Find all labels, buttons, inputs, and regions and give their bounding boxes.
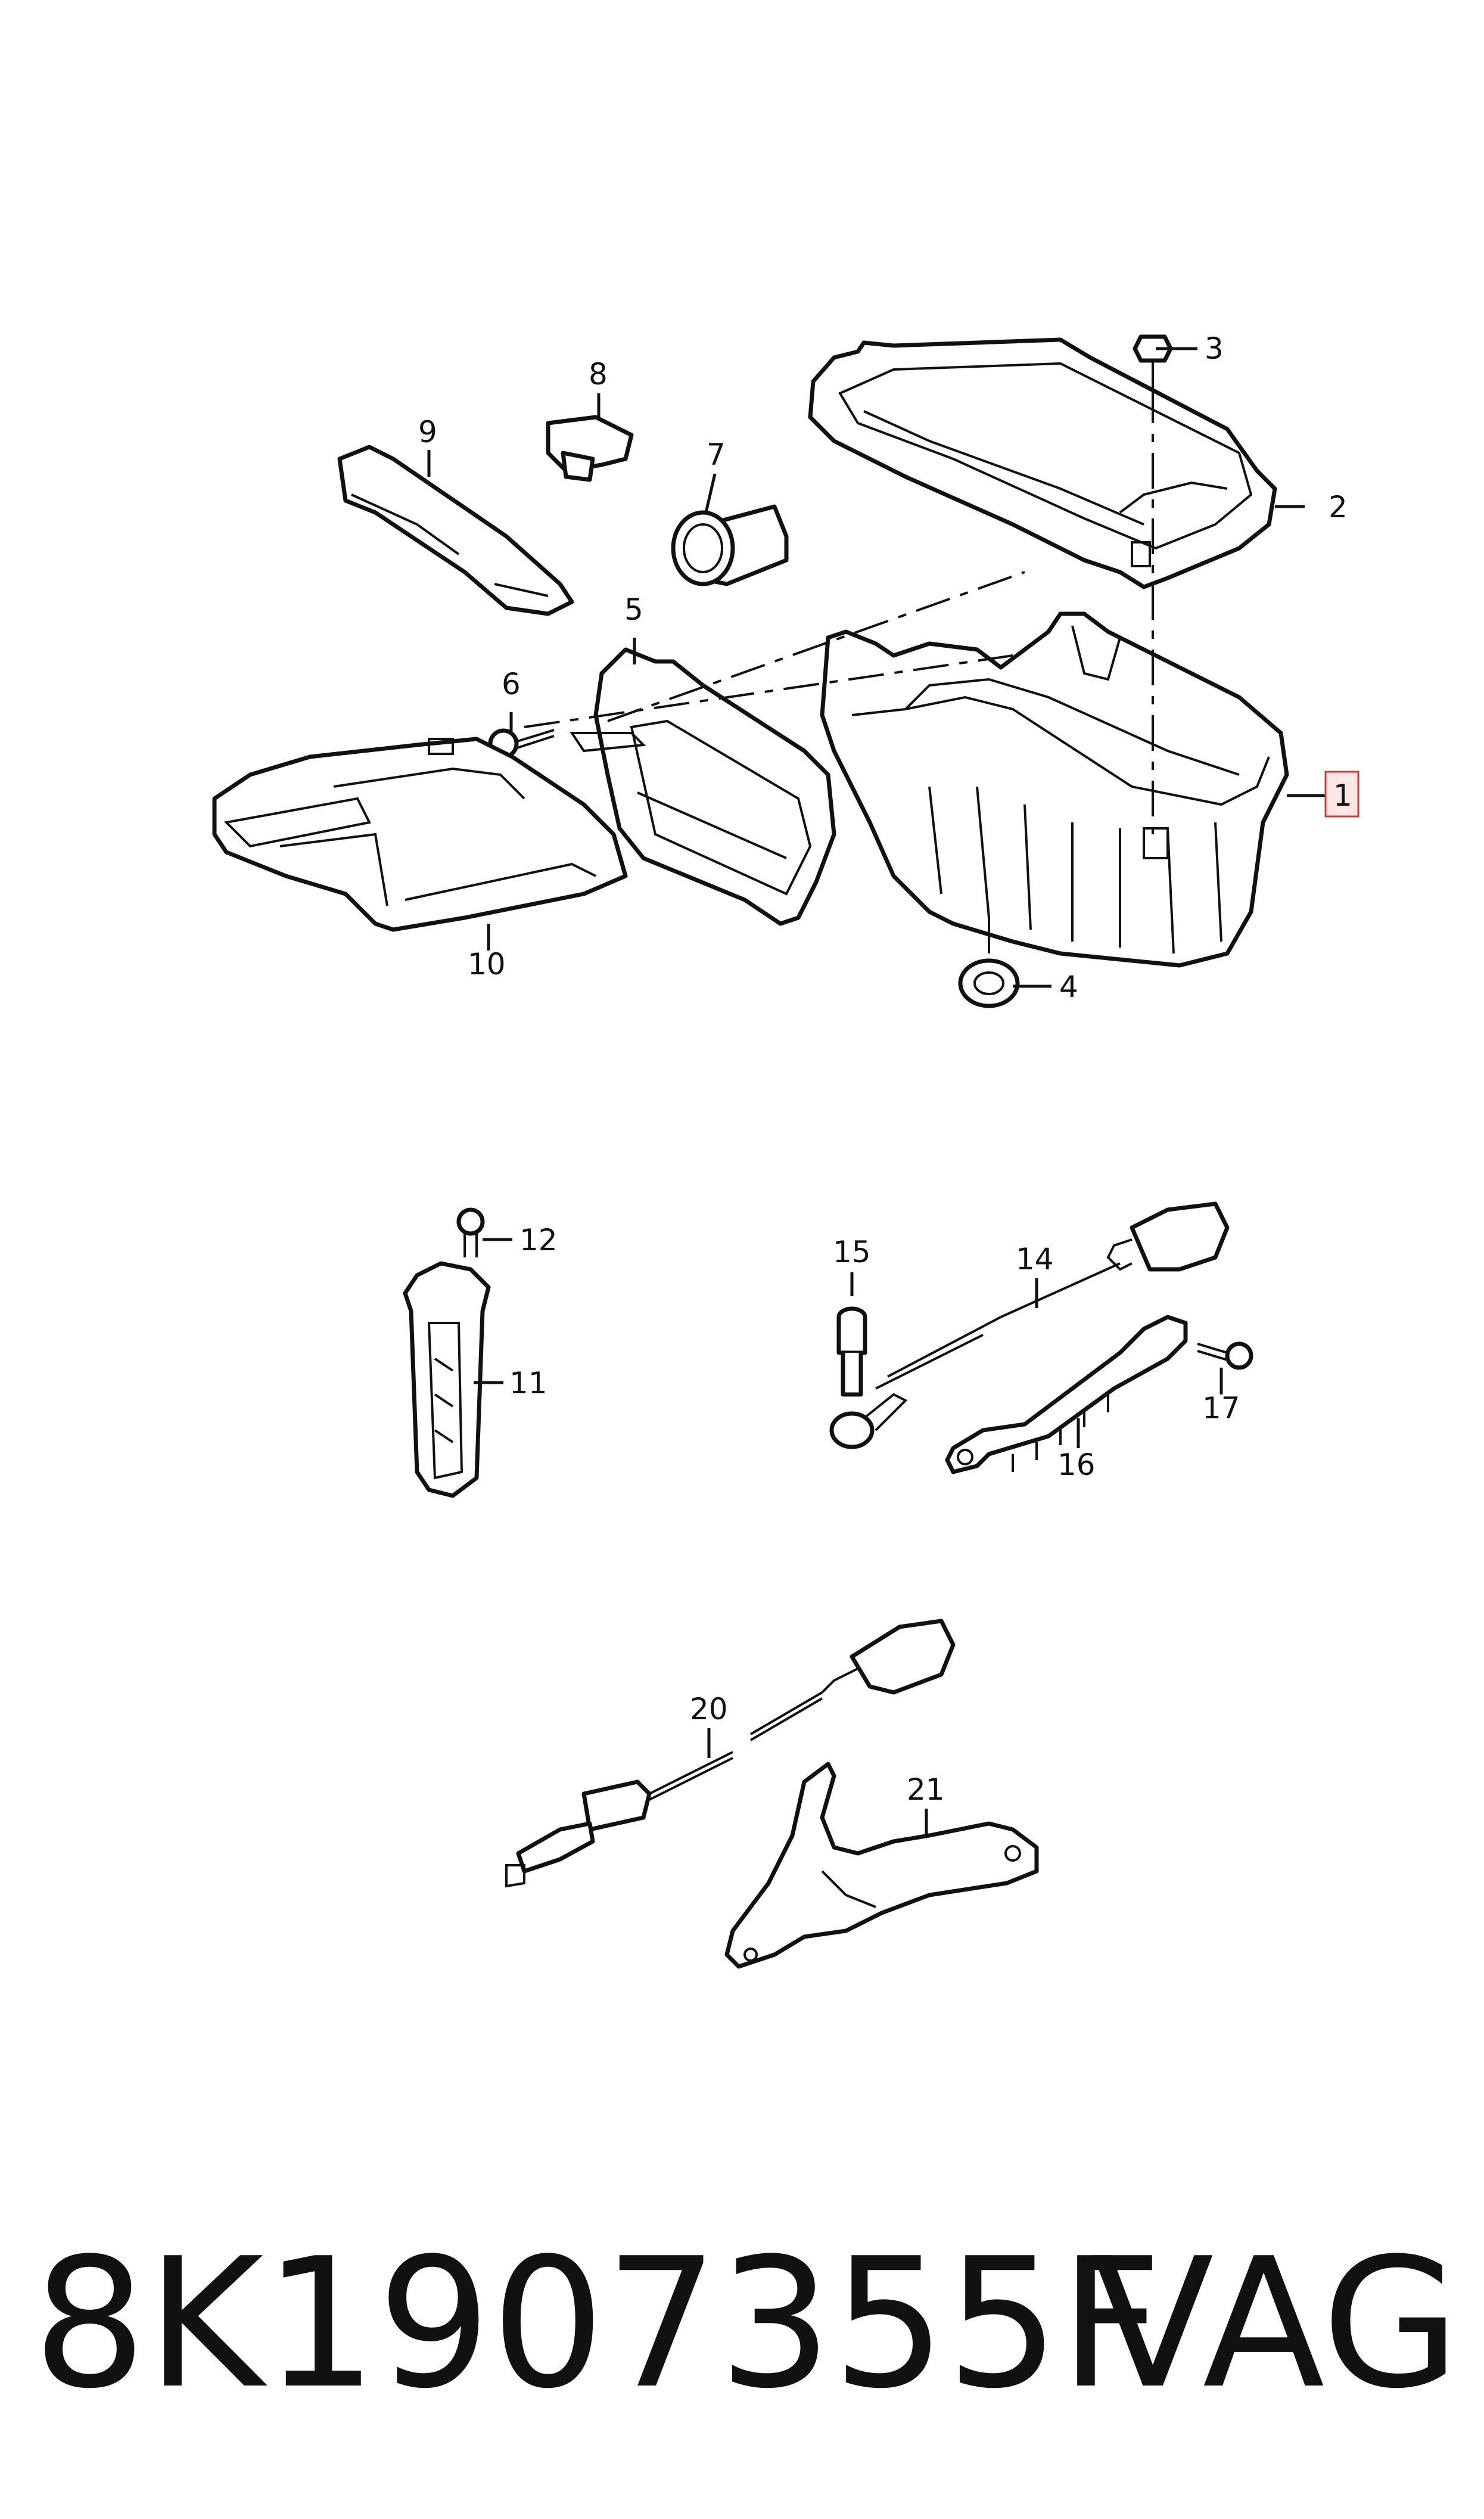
assembly-line: [607, 571, 1025, 722]
part-4-grommet: [958, 958, 1020, 1008]
part-12-screw: [456, 1207, 485, 1257]
callout-1-highlight: [1324, 771, 1359, 818]
part-11-sensor: [403, 1261, 491, 1498]
part-3-screw: [1133, 334, 1173, 387]
part-21-bracket: [724, 1762, 1039, 1969]
callout-1[interactable]: 1: [1333, 778, 1352, 813]
callout-3[interactable]: 3: [1205, 331, 1224, 366]
part-9-cover: [337, 445, 574, 616]
callout-17[interactable]: 17: [1202, 1391, 1240, 1425]
callout-12[interactable]: 12: [519, 1223, 558, 1257]
callout-labels: 1 2 3 4 5 6 7 8 9 10 11 12 14 15 16 17 2…: [418, 331, 1359, 1807]
callout-9[interactable]: 9: [418, 415, 437, 449]
part-1-housing: [820, 611, 1289, 968]
callout-7[interactable]: 7: [707, 437, 726, 472]
callout-11[interactable]: 11: [509, 1366, 547, 1400]
part-14-knock-sensor: [829, 1201, 1230, 1449]
callout-4[interactable]: 4: [1059, 970, 1078, 1004]
part-7-relay: [671, 504, 789, 586]
callout-14[interactable]: 14: [1016, 1242, 1054, 1276]
part-16-bracket: [945, 1315, 1188, 1474]
part-2-housing-lid: [808, 337, 1277, 589]
part-5-bracket: [570, 647, 836, 926]
callout-20[interactable]: 20: [690, 1692, 728, 1726]
brand-label: VAG: [1091, 2220, 1460, 2428]
part-20-lambda-probe: [505, 1619, 956, 1888]
assembly-line: [524, 654, 1013, 728]
part-8-clip: [546, 415, 634, 482]
callout-21[interactable]: 21: [907, 1772, 945, 1807]
part-10-ecu: [212, 737, 628, 932]
callout-15[interactable]: 15: [833, 1235, 871, 1269]
part-17-screw: [1197, 1341, 1253, 1370]
callout-16[interactable]: 16: [1057, 1448, 1096, 1482]
part-number: 8K1907355F: [33, 2220, 1163, 2428]
callout-5[interactable]: 5: [624, 592, 643, 627]
callout-10[interactable]: 10: [468, 947, 506, 981]
callout-6[interactable]: 6: [502, 667, 521, 701]
part-15-bolt: [836, 1306, 867, 1397]
callout-8[interactable]: 8: [589, 357, 608, 392]
leader-lines: [427, 347, 1326, 1835]
callout-2[interactable]: 2: [1329, 490, 1348, 524]
parts-diagram: 1 2 3 4 5 6 7 8 9 10 11 12 14 15 16 17 2…: [212, 331, 1359, 1969]
